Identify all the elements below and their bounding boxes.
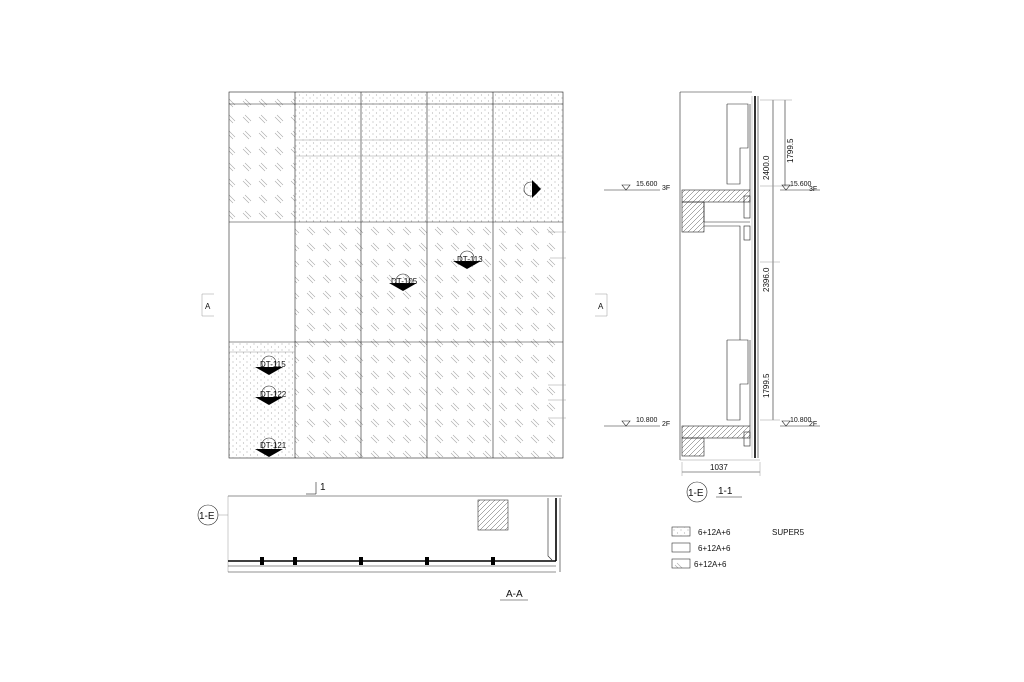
detail-tag: DT-121 — [255, 437, 287, 457]
elevation-outline — [228, 91, 564, 459]
level-name: 2F — [809, 421, 817, 428]
glass-panel — [229, 92, 295, 222]
cut-marker: 1 — [306, 482, 326, 495]
legend-swatch — [671, 526, 691, 537]
section-marker-letter: A — [598, 302, 604, 311]
dimension-label: 1799.5 — [762, 373, 771, 398]
level-value: 15.600 — [636, 181, 658, 188]
level-name: 2F — [662, 421, 670, 428]
glass-panel — [295, 92, 563, 222]
detail-tag-label: DT-113 — [457, 255, 483, 264]
level-name: 3F — [662, 185, 670, 192]
level-value: 15.600 — [790, 181, 812, 188]
level-value: 10.800 — [790, 417, 812, 424]
detail-tag-label: DT-121 — [260, 441, 287, 450]
cut-marker-label: 1 — [320, 482, 326, 493]
mullion-markers — [260, 557, 495, 565]
legend-row: 6+12A+6 — [671, 542, 731, 553]
view-title: A-A — [506, 589, 523, 600]
legend-desc: SUPER5 — [772, 528, 805, 537]
section-title: 1-E 1-1 — [686, 481, 742, 503]
legend-swatch — [671, 542, 691, 553]
column-hatch — [477, 499, 509, 531]
slab-3f — [681, 189, 751, 203]
dimension-label: 2400.0 — [762, 155, 771, 180]
section-level-3f: 15.600 3F — [780, 181, 820, 193]
legend-code: 6+12A+6 — [698, 544, 731, 553]
detail-tag: DT-113 — [453, 250, 483, 269]
legend-code: 6+12A+6 — [694, 560, 727, 569]
legend-code: 6+12A+6 — [698, 528, 731, 537]
level-3f-marker: 15.600 3F — [604, 181, 670, 192]
section-marker-left: A — [201, 293, 214, 317]
legend-swatch — [671, 558, 691, 569]
plan-callout: 1-E — [197, 504, 228, 526]
section-1-1-view: 1799.5 2400.0 2396.0 1799.5 1037 15.600 … — [679, 91, 820, 503]
dimension-label: 1799.5 — [786, 138, 795, 163]
detail-marker — [523, 180, 541, 198]
legend-row: 6+12A+6 — [671, 558, 727, 569]
callout-ref: 1-E — [688, 488, 704, 499]
detail-tag-label: DT-115 — [260, 360, 286, 369]
legend-row: 6+12A+6 SUPER5 — [671, 526, 805, 537]
section-marker-right: A — [595, 293, 608, 317]
detail-tag-label: DT-105 — [391, 277, 418, 286]
plan-a-a-view: 1 1-E A-A — [197, 482, 562, 601]
level-name: 3F — [809, 186, 817, 193]
dimension-label: 1037 — [710, 463, 728, 472]
level-2f-marker: 10.800 2F — [604, 417, 670, 428]
detail-tag-label: DT-122 — [260, 390, 287, 399]
detail-tag: DT-122 — [255, 385, 287, 405]
level-value: 10.800 — [636, 417, 658, 424]
section-level-2f: 10.800 2F — [780, 417, 820, 428]
glass-panel — [295, 222, 563, 458]
view-title: 1-1 — [718, 486, 733, 497]
section-marker-letter: A — [205, 302, 211, 311]
dimension-label: 2396.0 — [762, 267, 771, 292]
detail-tag: DT-115 — [255, 355, 286, 375]
elevation-view: A A 15.600 3F 10.800 2F — [201, 91, 670, 459]
detail-tag: DT-105 — [389, 273, 418, 291]
callout-ref: 1-E — [199, 511, 215, 522]
legend: 6+12A+6 SUPER5 6+12A+6 6+12A+6 — [671, 526, 805, 569]
slab-2f — [681, 425, 751, 439]
